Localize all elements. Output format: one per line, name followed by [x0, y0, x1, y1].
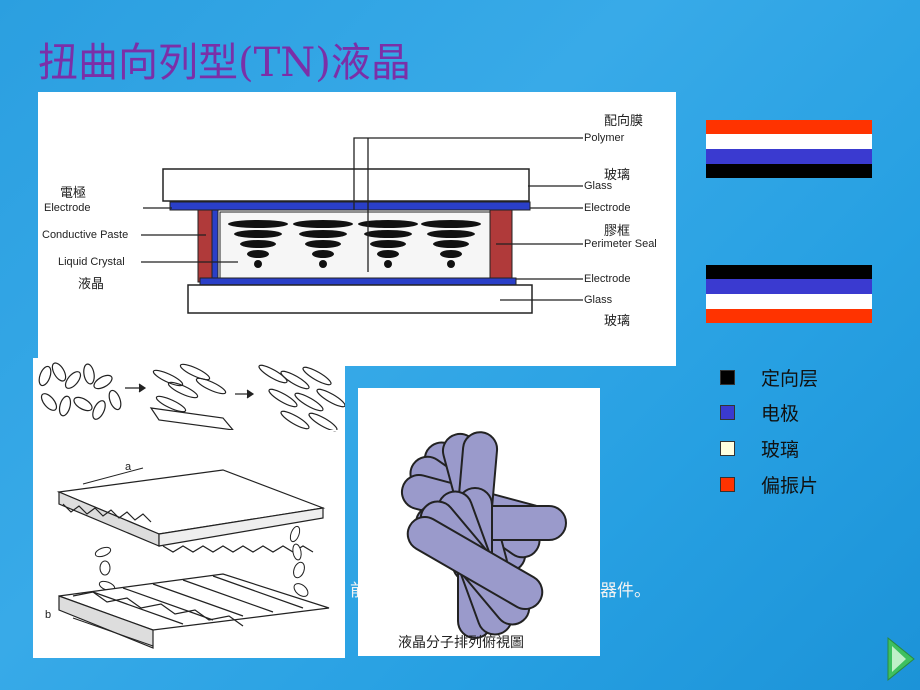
- stack-top-stripe-2: [706, 134, 872, 149]
- label-polymer: Polymer: [584, 132, 625, 144]
- stack-bottom-stripe-3: [706, 294, 872, 309]
- legend-swatch-glass: [720, 441, 735, 456]
- legend-item-alignment: 定向层: [720, 364, 818, 391]
- legend-swatch-alignment: [720, 370, 735, 385]
- label-perimeter-seal: Perimeter Seal: [584, 238, 657, 250]
- legend-label: 定向层: [761, 368, 819, 390]
- stack-top-stripe-1: [706, 120, 872, 134]
- legend-swatch-electrode: [720, 405, 735, 420]
- label-glass-bottom: Glass: [584, 294, 613, 306]
- label-electrode-right-bottom: Electrode: [584, 273, 631, 285]
- molecule-cluster-3: [258, 364, 346, 432]
- legend-item-electrode: 电极: [720, 399, 799, 426]
- body-text-fragment-right: 器件。: [600, 581, 651, 601]
- stack-bottom-stripe-2: [706, 279, 872, 294]
- slide-title: 扭曲向列型(TN)液晶: [38, 40, 411, 86]
- stack-bottom-stripe-1: [706, 265, 872, 279]
- legend-label: 玻璃: [761, 439, 800, 461]
- lcd-cross-section-panel: 電極 Electrode Conductive Paste Liquid Cry…: [38, 92, 676, 366]
- molecule-cluster-1: [38, 362, 122, 420]
- label-perimeter-seal-cn: 膠框: [604, 224, 631, 239]
- legend-label: 偏振片: [761, 475, 819, 497]
- legend-swatch-polarizer: [720, 477, 735, 492]
- label-glass-top-cn: 玻璃: [604, 168, 631, 183]
- lcd-cross-section-diagram: [141, 137, 583, 314]
- label-electrode-left: Electrode: [44, 202, 91, 214]
- layer-stack-bottom: [706, 265, 872, 323]
- molecule-fan-drawing: [400, 431, 567, 639]
- label-electrode-right-top: Electrode: [584, 202, 631, 214]
- groove-label-b: b: [45, 609, 51, 621]
- label-liquid-crystal-cn: 液晶: [78, 277, 105, 292]
- top-view-caption: 液晶分子排列俯視圖: [398, 635, 524, 651]
- label-glass-bottom-cn: 玻璃: [604, 314, 631, 329]
- stack-top-stripe-3: [706, 149, 872, 164]
- label-polymer-cn: 配向膜: [604, 114, 644, 129]
- legend-item-glass: 玻璃: [720, 435, 799, 462]
- legend-item-polarizer: 偏振片: [720, 471, 818, 498]
- groove-alignment-drawing: a b: [33, 362, 346, 649]
- label-liquid-crystal: Liquid Crystal: [58, 256, 125, 268]
- label-conductive-paste: Conductive Paste: [42, 229, 129, 241]
- top-view-image: 液晶分子排列俯視圖: [358, 388, 600, 656]
- molecule-alignment-image: a b: [33, 358, 346, 658]
- next-slide-button[interactable]: [886, 636, 916, 682]
- stack-bottom-stripe-4: [706, 309, 872, 323]
- layer-stack-top: [706, 120, 872, 178]
- play-arrow-icon: [887, 636, 915, 682]
- legend-label: 电极: [761, 403, 800, 425]
- label-electrode-cn: 電極: [60, 186, 87, 201]
- label-glass-top: Glass: [584, 180, 613, 192]
- molecule-cluster-2: [149, 363, 235, 431]
- stack-top-stripe-4: [706, 164, 872, 178]
- groove-label-a: a: [125, 461, 132, 473]
